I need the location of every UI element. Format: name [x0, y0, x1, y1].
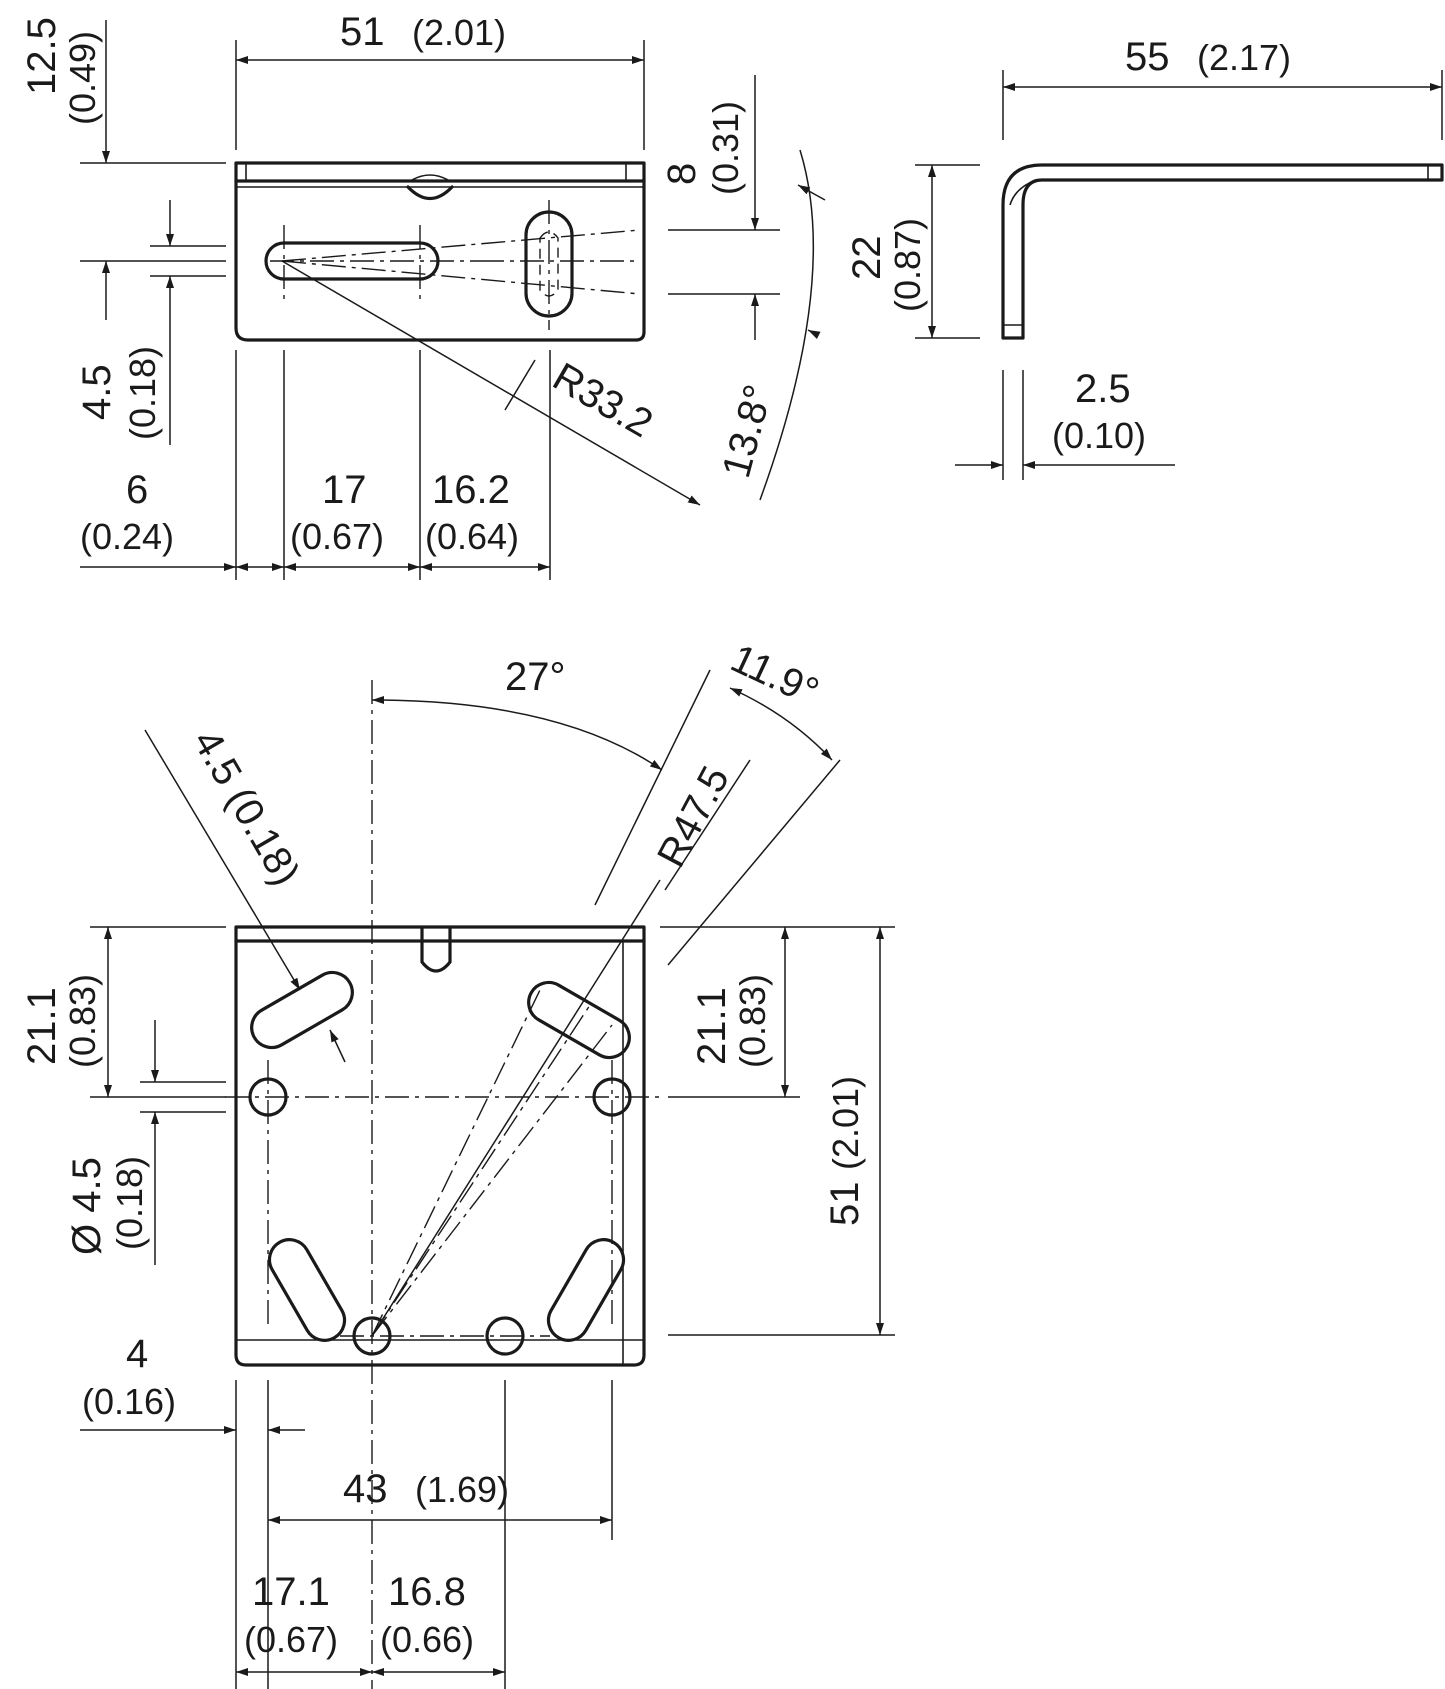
slot-length-label: 17 — [322, 468, 367, 512]
left-span-label: 17.1 — [252, 1570, 330, 1614]
top-slot-width-label: 4.5 (0.18) — [184, 723, 308, 893]
top-notch — [420, 925, 452, 973]
top-offset-inch: (0.49) — [62, 31, 103, 125]
front-view: 51 (2.01) 12.5 (0.49) 4.5 (0.18) 8 (0.31… — [20, 10, 826, 580]
slot-top-left — [250, 970, 354, 1050]
hole-dia-inch: (0.18) — [109, 1156, 150, 1250]
slot-bottom-left — [267, 1238, 347, 1342]
hole-dia-label: Ø 4.5 — [65, 1157, 109, 1255]
slot-top-right — [527, 980, 631, 1060]
side-view-profile — [1001, 163, 1444, 340]
slot-length-inch: (0.67) — [290, 516, 384, 557]
top-radius-label: R47.5 — [649, 759, 738, 874]
slot-bottom-right — [546, 1238, 626, 1342]
front-view-outline — [234, 161, 646, 342]
top-height-inch: (2.01) — [825, 1076, 866, 1170]
side-height-inch: (0.87) — [887, 218, 928, 312]
top-height-label: 51 — [823, 1182, 867, 1227]
front-width-label: 51 — [340, 10, 385, 54]
right-span-label: 16.8 — [388, 1570, 466, 1614]
slot-width-label: 4.5 — [75, 364, 119, 420]
left-offset-inch: (0.24) — [80, 516, 174, 557]
left-span-inch: (0.67) — [244, 1619, 338, 1660]
edge-offset-inch: (0.16) — [82, 1381, 176, 1422]
left-slot-offset-label: 21.1 — [20, 987, 64, 1065]
top-view: 27° 11.9° R47.5 4.5 (0.18) 21.1 (0.83) Ø… — [20, 636, 895, 1689]
right-slot-offset-inch: (0.83) — [732, 974, 773, 1068]
side-height-label: 22 — [845, 236, 889, 281]
front-width-inch: (2.01) — [412, 12, 506, 53]
slot-to-hole-inch: (0.64) — [425, 516, 519, 557]
hole-span-label: 43 — [343, 1467, 388, 1511]
angle-a-label: 27° — [505, 655, 566, 699]
thickness-inch: (0.10) — [1052, 415, 1146, 456]
slot-width-inch: (0.18) — [122, 346, 163, 440]
left-slot-offset-inch: (0.83) — [62, 974, 103, 1068]
thickness-label: 2.5 — [1075, 367, 1131, 411]
right-slot-offset-label: 21.1 — [690, 987, 734, 1065]
slot-spacing-label: 8 — [660, 163, 704, 185]
edge-offset-label: 4 — [126, 1332, 148, 1376]
angle-b-label: 11.9° — [724, 636, 825, 714]
side-length-label: 55 — [1125, 35, 1170, 79]
front-notch — [406, 185, 454, 201]
right-span-inch: (0.66) — [380, 1619, 474, 1660]
hole-span-inch: (1.69) — [415, 1469, 509, 1510]
front-radius-label: R33.2 — [546, 355, 660, 446]
left-offset-label: 6 — [126, 468, 148, 512]
side-view: 55 (2.17) 22 (0.87) 2.5 (0.10) — [845, 35, 1444, 480]
top-offset-label: 12.5 — [20, 17, 64, 95]
top-view-outline — [234, 925, 646, 1367]
slot-spacing-inch: (0.31) — [705, 101, 746, 195]
slot-to-hole-label: 16.2 — [432, 468, 510, 512]
side-length-inch: (2.17) — [1197, 37, 1291, 78]
